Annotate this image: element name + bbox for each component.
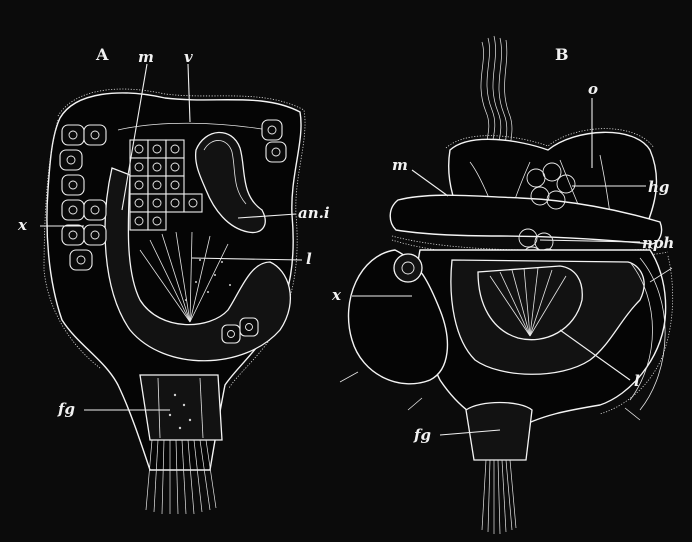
panel-b-label-nph: nph: [642, 234, 674, 252]
panel-b-nephridium-loop: [394, 254, 422, 282]
panel-b-drawing: [340, 36, 673, 534]
panel-b-label-m: m: [392, 156, 408, 174]
panel-a-label-l: l: [306, 250, 312, 268]
panel-b-letter: B: [555, 45, 569, 64]
panel-a-label-m: m: [138, 48, 154, 66]
panel-b-label-fg: fg: [413, 426, 431, 444]
panel-b-stalk-fibres: [482, 460, 516, 534]
panel-a-letter: A: [95, 45, 109, 64]
panel-b-label-l: l: [634, 372, 640, 390]
panel-a-label-an-i: an.i: [298, 204, 330, 222]
panel-a-label-x: x: [17, 216, 28, 234]
panel-b-label-x: x: [331, 286, 342, 304]
panel-b-foot-gland: [466, 403, 532, 461]
panel-b-label-o: o: [588, 80, 598, 98]
panel-a-drawing: [40, 64, 305, 514]
panel-a-label-fg: fg: [57, 400, 75, 418]
panel-a-label-v: v: [184, 48, 193, 66]
panel-a-foot-gland: [140, 375, 222, 440]
panel-b-label-hg: hg: [648, 178, 669, 196]
